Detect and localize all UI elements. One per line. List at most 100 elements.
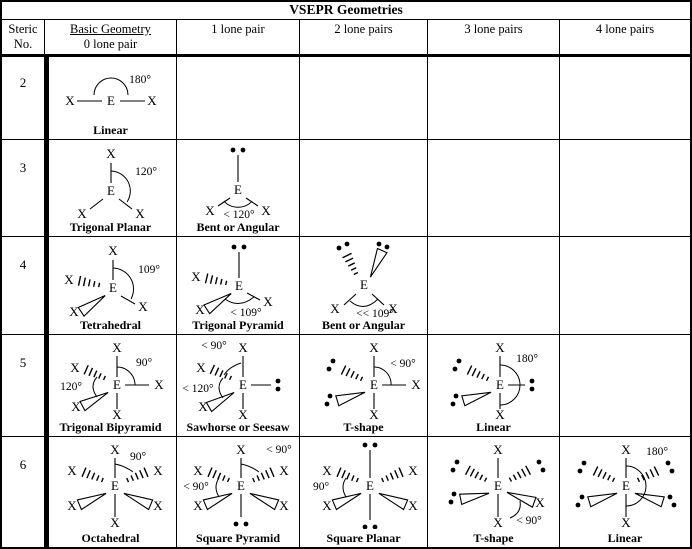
angle-label: 180° [646,446,668,458]
central-atom-e-label: E [366,478,374,493]
solid-wedge-lone-pair [365,247,388,280]
lone-pair-dot [330,358,336,364]
thick-column-divider [44,54,49,547]
atom-x-label: X [153,498,163,513]
diagram-linear-6: X E X 180° [575,442,677,529]
atom-x-label: X [65,93,75,108]
atom-x-label: X [236,442,246,457]
geometry-caption: Linear [476,420,511,434]
angle-label: 120° [60,381,82,393]
lone-pair-dot [453,393,459,399]
geometry-caption: Square Planar [326,531,401,545]
header-1-lone-pair: 1 lone pair [177,20,300,55]
atom-x-label: X [408,498,418,513]
lone-pair-dot [344,241,350,247]
atom-x-label: X [408,463,418,478]
lone-pair-dot [230,147,236,153]
atom-x-label: X [322,463,332,478]
geometry-caption: Square Pyramid [195,531,281,545]
hashed-wedge-lone-pair [341,252,362,277]
central-atom-e-label: E [111,478,119,493]
central-atom-e-label: E [234,182,242,197]
geometry-caption: Trigonal Bipyramid [59,420,162,434]
solid-wedge-bond [376,488,409,511]
atom-x-label: X [369,407,379,420]
diagram-linear-5: X E X 180° [450,340,538,420]
geometry-caption: Bent or Angular [321,318,406,332]
cell-r2-1lp-empty [177,55,300,140]
central-atom-e-label: E [370,377,378,392]
header-steric-no: Steric No. [2,20,45,55]
angle-label: 90° [136,357,153,369]
lone-pair-dot [671,502,677,508]
diagram-trigonal-pyramid: E X X X < 109° [191,244,273,318]
atom-x-label: X [621,442,631,457]
cell-r3-3lp-empty [428,140,560,237]
header-2-lone-pairs: 2 lone pairs [300,20,428,55]
atom-x-label: X [195,302,205,317]
lone-pair-dot [362,524,368,529]
central-atom-e-label: E [109,280,117,295]
atom-x-label: X [621,515,631,529]
atom-x-label: X [238,340,248,355]
diagram-t-shape-5: X E X X < 90° [324,340,421,420]
angle-label: 90° [130,451,147,463]
diagram-square-planar: E X X X X 90° [313,442,418,529]
hashed-wedge-lone-pair [592,465,617,486]
header-basic-line1: Basic Geometry [70,22,151,36]
lone-pair-dot [376,241,382,247]
central-atom-e-label: E [113,377,121,392]
angle-label: < 109° [230,307,262,318]
cell-r2-4lp-empty [560,55,690,140]
lone-pair-dot [275,386,281,392]
diagram-trigonal-bipyramid: X E X X X X 90° 120° [60,340,164,420]
hashed-wedge-bond [207,466,232,486]
hashed-wedge-lone-pair [507,465,532,485]
central-atom-e-label: E [494,478,502,493]
atom-x-label: X [198,399,208,414]
lone-pair-dot [233,521,239,527]
central-atom-e-label: E [360,277,368,292]
angle-label: 180° [129,74,151,86]
solid-wedge-bond [247,488,280,511]
cell-r5-1lp: < 90° X E X X X < 120° Sawhorse or Seesa… [177,335,300,437]
lone-pair-dot [275,378,281,384]
solid-wedge-lone-pair [461,386,494,407]
atom-x-label: X [193,498,203,513]
solid-wedge-lone-pair [335,386,368,407]
geometry-caption: Linear [93,123,128,137]
lone-pair-dot [450,467,456,473]
cell-r3-2lp-empty [300,140,428,237]
atom-x-label: X [69,304,79,318]
hashed-wedge-bond [250,466,275,486]
header-steric-line1: Steric [8,22,38,36]
cell-r2-3lp-empty [428,55,560,140]
hashed-wedge-bond [81,466,106,486]
atom-x-label: X [110,515,120,529]
central-atom-e-label: E [239,377,247,392]
cell-r6-2lp: E X X X X 90° Square Planar [300,437,428,547]
geometry-caption: Bent or Angular [196,220,280,234]
atom-x-label: X [147,93,157,108]
lone-pair-dot [243,521,249,527]
cell-r6-basic: X E X X X X X 90° Octahedral [45,437,177,547]
header-basic-line2: 0 lone pair [83,37,138,51]
atom-x-label: X [238,407,248,420]
solid-wedge-bond [79,387,112,412]
atom-x-label: X [261,203,271,218]
diagram-linear-2: X E X 180° [65,74,157,108]
atom-x-label: X [112,340,122,355]
hashed-wedge-lone-pair [466,364,491,385]
atom-x-label: X [154,377,164,392]
cell-r5-2lp: X E X X < 90° T-shape [300,335,428,437]
lone-pair-dot [336,245,342,251]
angle-label: < 90° [183,481,209,493]
atom-x-label: X [330,301,340,316]
geometry-caption: Octahedral [81,531,140,545]
thick-header-divider [2,54,690,57]
steric-number-2: 2 [2,55,45,140]
hashed-wedge-bond [204,272,228,289]
geometry-caption: Linear [607,531,643,545]
lone-pair-dot [536,459,542,465]
